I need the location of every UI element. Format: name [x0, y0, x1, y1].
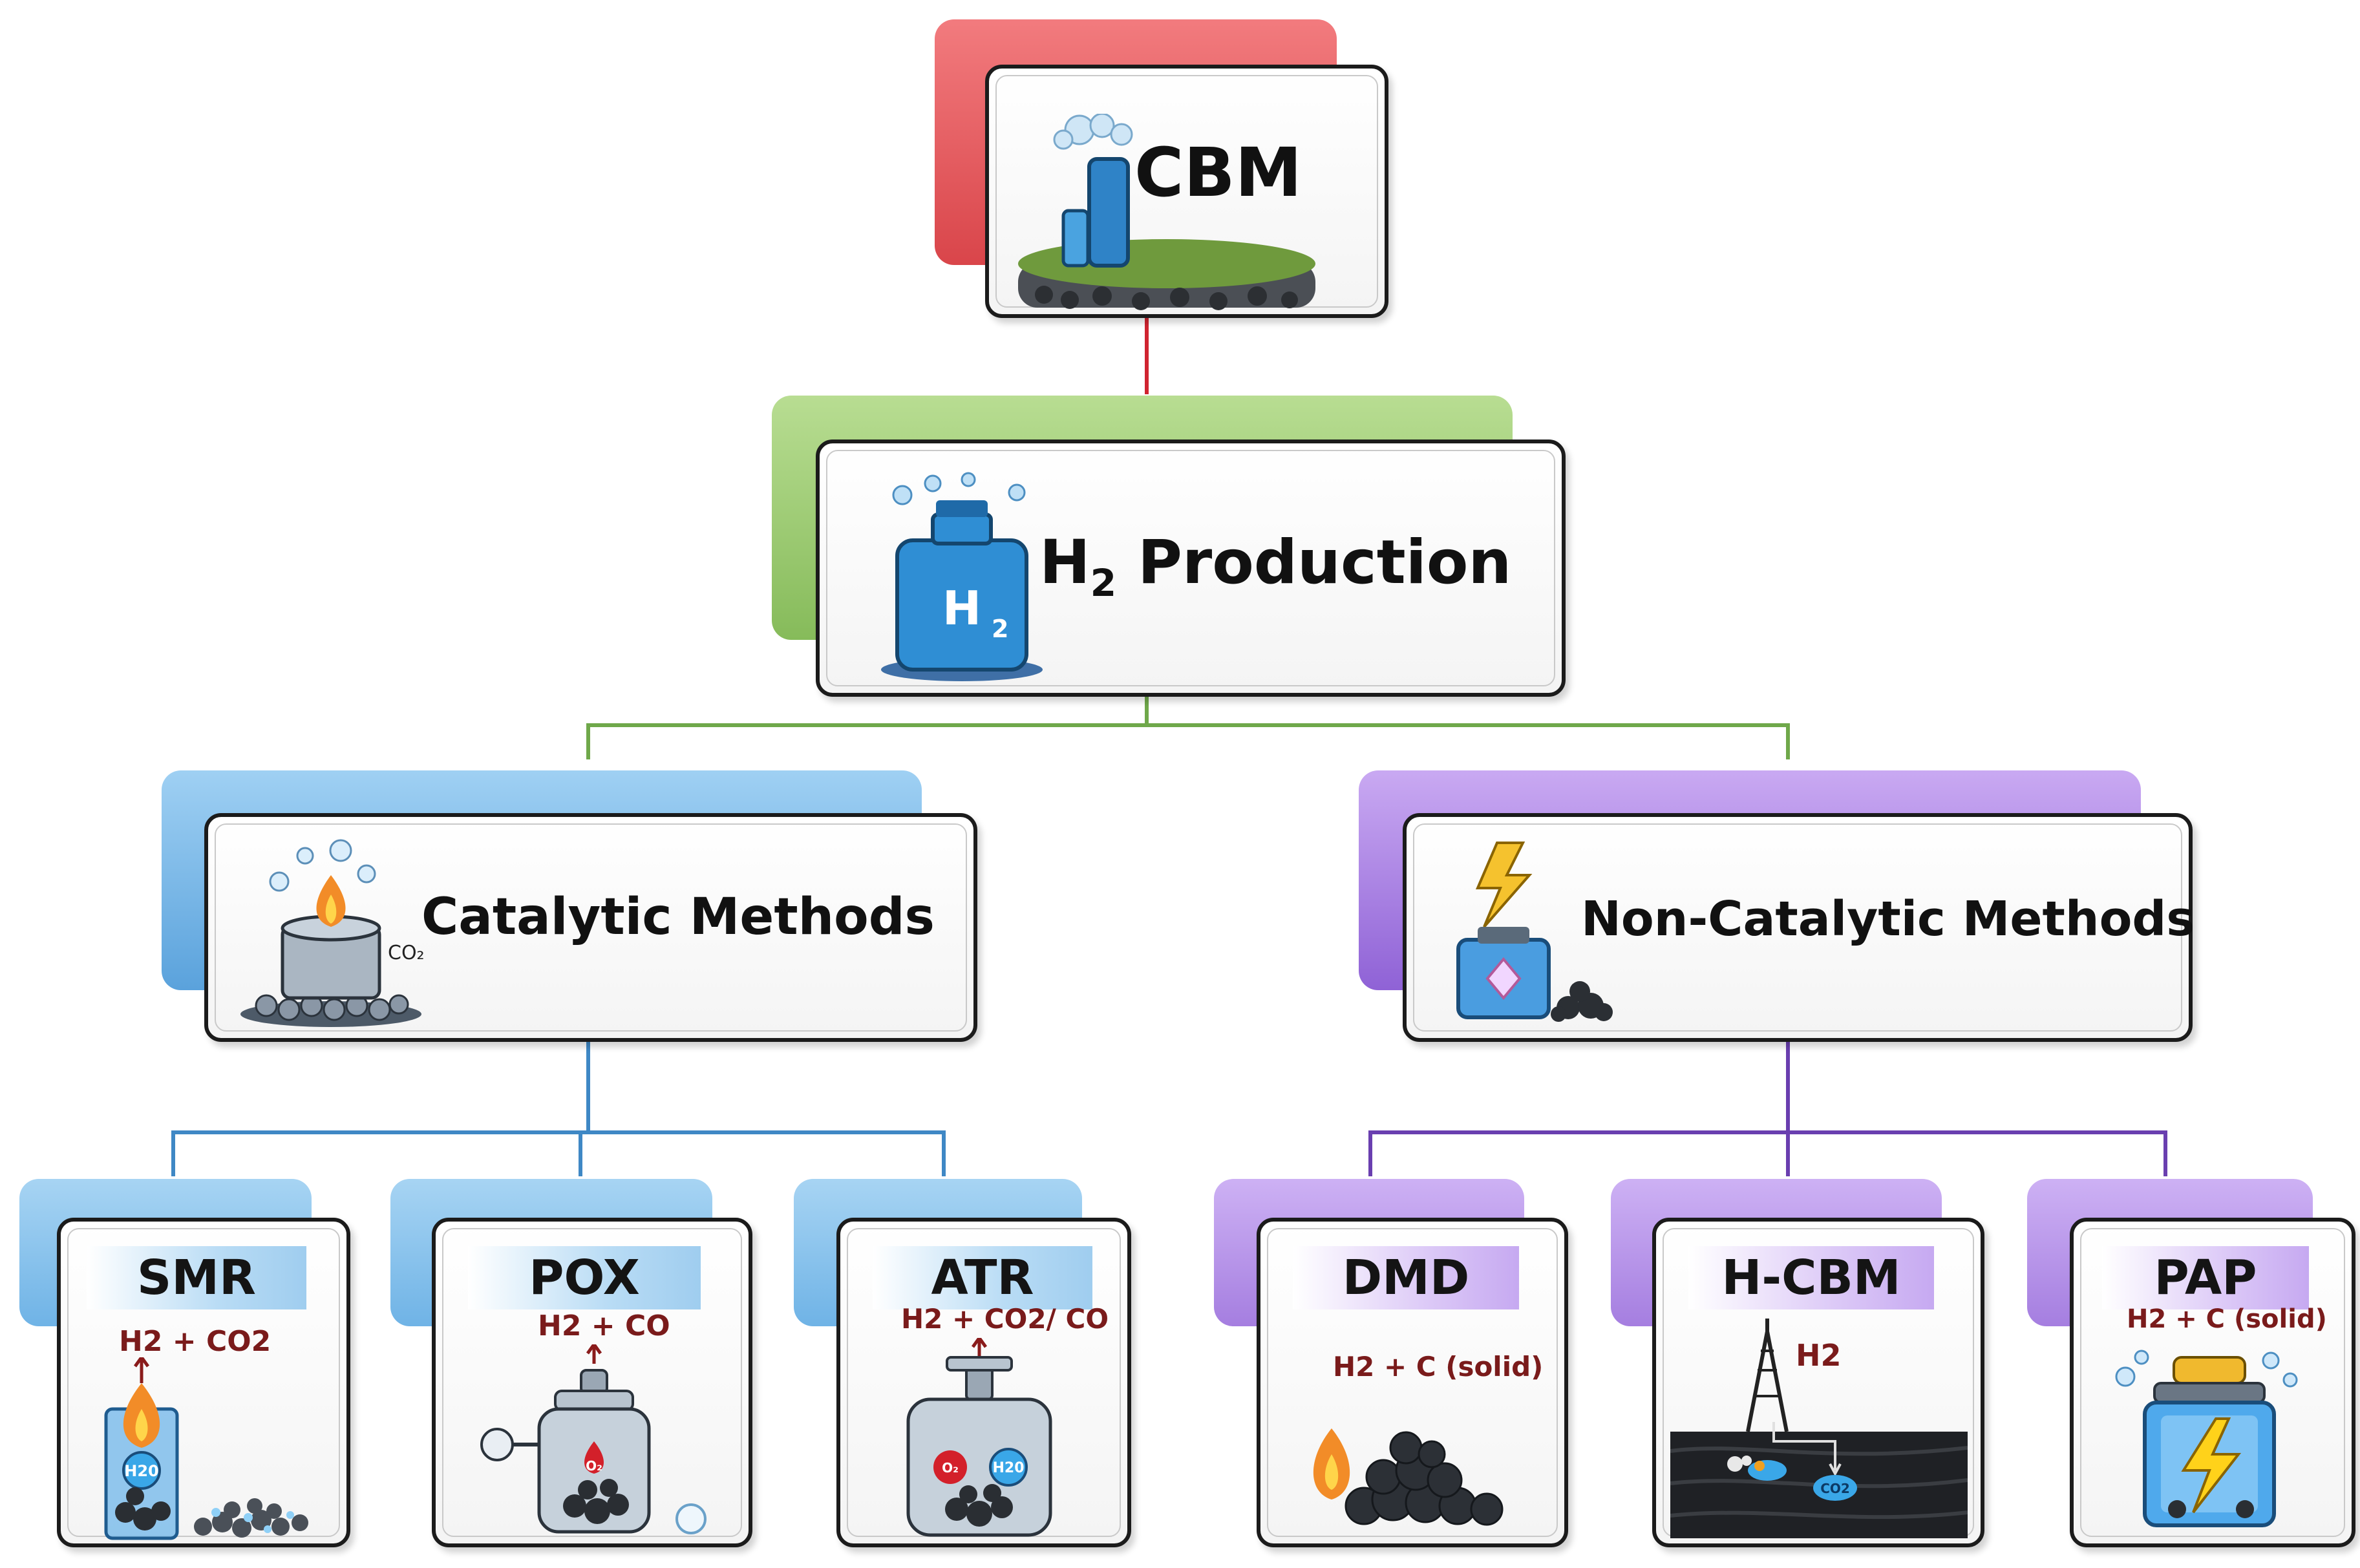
catalytic-title: Catalytic Methods — [421, 888, 935, 946]
smr-label: SMR — [87, 1246, 306, 1309]
dmd-coal-flame-icon — [1313, 1428, 1504, 1526]
catalyst-burner-icon: CO₂ — [240, 839, 425, 1027]
atr-h2o-label: H20 — [992, 1460, 1024, 1476]
leaf-hcbm: H-CBM CO2 H2 — [1652, 1218, 1984, 1547]
leaf-smr: SMR H2 + CO2 H20 — [57, 1218, 350, 1547]
co2-prefix: CO₂ — [388, 942, 425, 964]
plasma-reactor-icon — [1456, 842, 1613, 1022]
production-title-rest: Production — [1116, 527, 1512, 598]
leaf-atr: ATR H2 + CO2/ CO O₂ H20 — [836, 1218, 1131, 1547]
connector-production-to-branches — [586, 723, 1790, 759]
pox-label: POX — [468, 1246, 701, 1309]
leaf-dmd: DMD H2 + C (solid) — [1257, 1218, 1568, 1547]
dmd-label: DMD — [1293, 1246, 1519, 1309]
root-title: CBM — [1134, 133, 1302, 212]
pap-plasma-reactor-icon — [2115, 1350, 2298, 1527]
hydrogen-bottle-label: H — [942, 581, 981, 635]
leaf-pox: POX H2 + CO O₂ — [432, 1218, 752, 1547]
pox-o2-label: O₂ — [586, 1458, 602, 1474]
hcbm-label: H-CBM — [1688, 1246, 1934, 1309]
smr-formula: H2 + CO2 — [119, 1325, 271, 1358]
hydrogen-bottle-icon: H 2 — [881, 472, 1043, 681]
hcbm-drilling-rig-icon: CO2 — [1670, 1319, 1968, 1538]
hcbm-formula: H2 — [1796, 1338, 1842, 1373]
dmd-formula: H2 + C (solid) — [1333, 1351, 1544, 1383]
smr-h2o-label: H20 — [124, 1462, 158, 1480]
hcbm-co2-label: CO2 — [1820, 1481, 1850, 1496]
gas-plant-icon — [1018, 114, 1315, 310]
pap-label: PAP — [2102, 1246, 2309, 1309]
atr-vessel-icon: O₂ H20 — [906, 1338, 1052, 1537]
root-node: CBM — [985, 65, 1388, 318]
pox-formula: H2 + CO — [538, 1309, 670, 1342]
hydrogen-bottle-sub: 2 — [992, 615, 1008, 643]
noncatalytic-node: Non-Catalytic Methods — [1403, 813, 2195, 1042]
noncatalytic-title: Non-Catalytic Methods — [1581, 891, 2195, 947]
leaf-pap: PAP H2 + C (solid) — [2070, 1218, 2355, 1547]
production-title: H2 Production — [1039, 527, 1512, 605]
pap-formula: H2 + C (solid) — [2127, 1304, 2327, 1334]
connector-catalytic-leaves — [171, 1130, 946, 1176]
atr-label: ATR — [873, 1246, 1092, 1309]
connector-noncatalytic-leaves — [1368, 1130, 2167, 1176]
pox-vessel-icon: O₂ — [480, 1344, 707, 1534]
production-node: H 2 H2 Production — [816, 440, 1566, 697]
production-title-main: H — [1039, 527, 1090, 598]
production-title-sub: 2 — [1090, 561, 1117, 606]
atr-o2-label: O₂ — [942, 1460, 959, 1476]
catalytic-node: CO₂ Catalytic Methods — [204, 813, 977, 1042]
atr-formula: H2 + CO2/ CO — [901, 1303, 1109, 1335]
smr-reactor-icon: H20 — [104, 1357, 308, 1540]
